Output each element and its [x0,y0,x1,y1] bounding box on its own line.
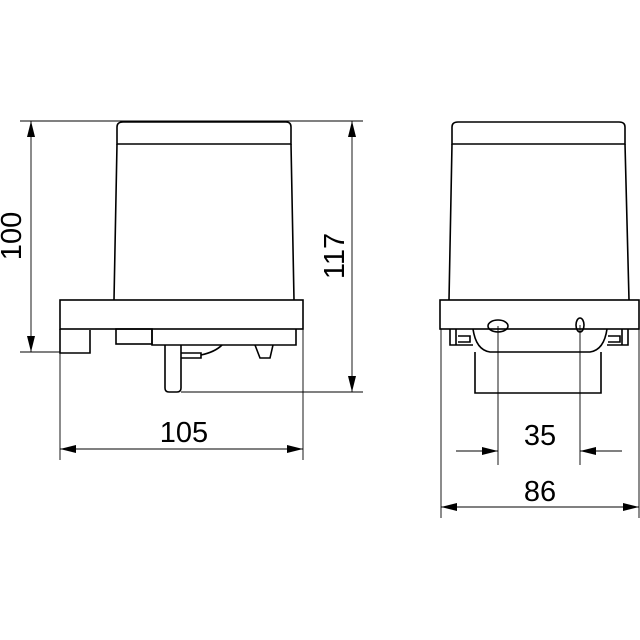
dim-label-117: 117 [319,233,351,279]
side-foot [59,329,91,354]
side-body [113,143,295,301]
front-view [439,121,640,394]
front-clip-right [607,329,629,346]
side-base-plate [59,299,304,330]
dim-label-105: 105 [160,417,208,449]
side-dimensions: 100 117 105 [0,120,363,460]
dim-label-86: 86 [524,476,556,508]
front-lower-housing [472,328,608,353]
front-dimensions: 35 86 [440,325,640,518]
front-cap [451,121,626,145]
dim-label-100: 100 [0,212,28,260]
side-small-block [115,328,153,345]
side-lower-block [151,329,297,346]
side-pump-nozzle [164,345,182,393]
front-base-plate [439,299,640,330]
front-bottom-box [474,352,602,394]
dim-label-35: 35 [524,420,556,452]
side-view [59,121,304,393]
side-cap [116,121,292,145]
side-rear-foot [254,344,274,359]
side-lever [181,344,223,359]
front-clip-left [449,329,473,346]
front-body [448,143,630,301]
